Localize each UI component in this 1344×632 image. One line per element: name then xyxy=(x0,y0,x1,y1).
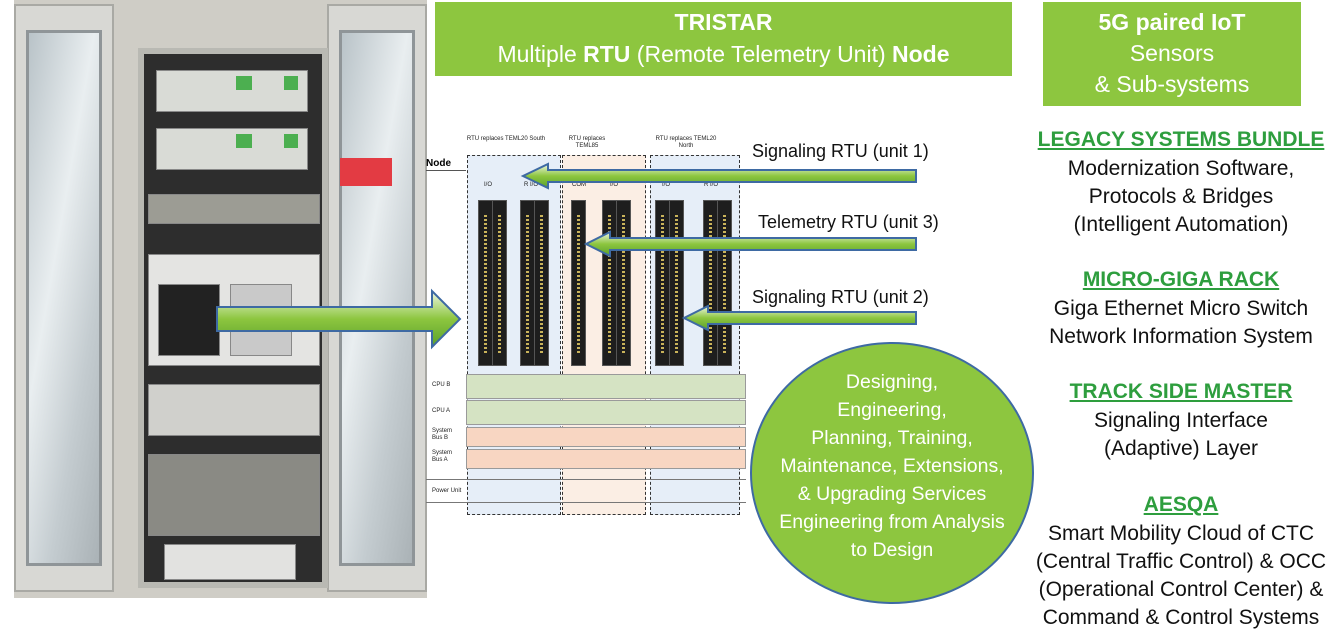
band-bus-b xyxy=(466,427,746,447)
col-label-teml85: RTU replaces TEML85 xyxy=(568,136,606,149)
arrow-unit1 xyxy=(520,162,917,190)
services-line: Maintenance, Extensions, xyxy=(780,455,1004,477)
cabinet-right-door xyxy=(327,4,427,592)
band-bus-a xyxy=(466,449,746,469)
label-telemetry-rtu-unit3: Telemetry RTU (unit 3) xyxy=(758,212,939,232)
node-label: Node xyxy=(426,158,451,169)
slot-label: R I/O xyxy=(704,182,719,188)
micro-giga-rack-body: Giga Ethernet Micro Switch Network Infor… xyxy=(1049,297,1313,348)
services-line: & Upgrading Services xyxy=(797,483,987,505)
io-card xyxy=(492,200,507,366)
label-signaling-rtu-unit2: Signaling RTU (unit 2) xyxy=(752,287,929,307)
big-arrow-to-schematic xyxy=(216,288,462,350)
services-text: Designing, Engineering, Planning, Traini… xyxy=(752,368,1032,564)
cabinet-left-door xyxy=(14,4,114,592)
row-label: CPU B xyxy=(432,382,451,388)
row-label: Power Unit xyxy=(432,488,462,494)
label-signaling-rtu-unit1: Signaling RTU (unit 1) xyxy=(752,141,929,161)
services-line: to Design xyxy=(850,539,934,561)
services-line: Designing, xyxy=(845,371,939,393)
header-tristar: TRISTAR Multiple RTU (Remote Telemetry U… xyxy=(435,2,1012,76)
services-line: Planning, Training, xyxy=(811,427,973,449)
red-tag xyxy=(340,158,392,186)
heading-aesqa: AESQA xyxy=(1143,493,1219,516)
header-title: TRISTAR xyxy=(674,9,773,35)
row-label: CPU A xyxy=(432,408,451,414)
header-subtitle: Multiple RTU (Remote Telemetry Unit) Nod… xyxy=(497,41,950,67)
arrow-unit3 xyxy=(583,230,917,258)
services-line: Engineering, xyxy=(837,399,947,421)
slot-label: I/O xyxy=(610,182,619,188)
slot-label: R I/O xyxy=(524,182,539,188)
slot-label: I/O xyxy=(484,182,493,188)
col-label-north: RTU replaces TEML20 North xyxy=(655,136,717,149)
col-label-south: RTU replaces TEML20 South xyxy=(466,136,546,142)
band-cpu-a xyxy=(466,400,746,425)
legacy-systems-body: Modernization Software, Protocols & Brid… xyxy=(1067,157,1295,236)
track-side-master-body: Signaling Interface (Adaptive) Layer xyxy=(1094,409,1268,460)
aesqa-body: Smart Mobility Cloud of CTC (Central Tra… xyxy=(1035,522,1327,629)
slot-label: COM xyxy=(572,182,586,188)
header-5g-line3: & Sub-systems xyxy=(1094,71,1250,97)
slot-label: I/O xyxy=(662,182,671,188)
band-cpu-b xyxy=(466,374,746,399)
io-card xyxy=(571,200,586,366)
heading-track-side-master: TRACK SIDE MASTER xyxy=(1069,380,1293,403)
heading-legacy-systems-bundle: LEGACY SYSTEMS BUNDLE xyxy=(1037,128,1325,151)
header-5g-line1: 5G paired IoT xyxy=(1098,9,1246,35)
services-line: Engineering from Analysis xyxy=(779,511,1005,533)
row-label: System Bus B xyxy=(432,428,453,441)
io-card xyxy=(534,200,549,366)
header-5g-iot: 5G paired IoT Sensors & Sub-systems xyxy=(1043,2,1301,106)
row-label: System Bus A xyxy=(432,450,453,463)
arrow-unit2 xyxy=(681,304,917,332)
header-5g-line2: Sensors xyxy=(1129,40,1215,66)
heading-micro-giga-rack: MICRO-GIGA RACK xyxy=(1082,268,1280,291)
services-circle: Designing, Engineering, Planning, Traini… xyxy=(750,342,1034,604)
